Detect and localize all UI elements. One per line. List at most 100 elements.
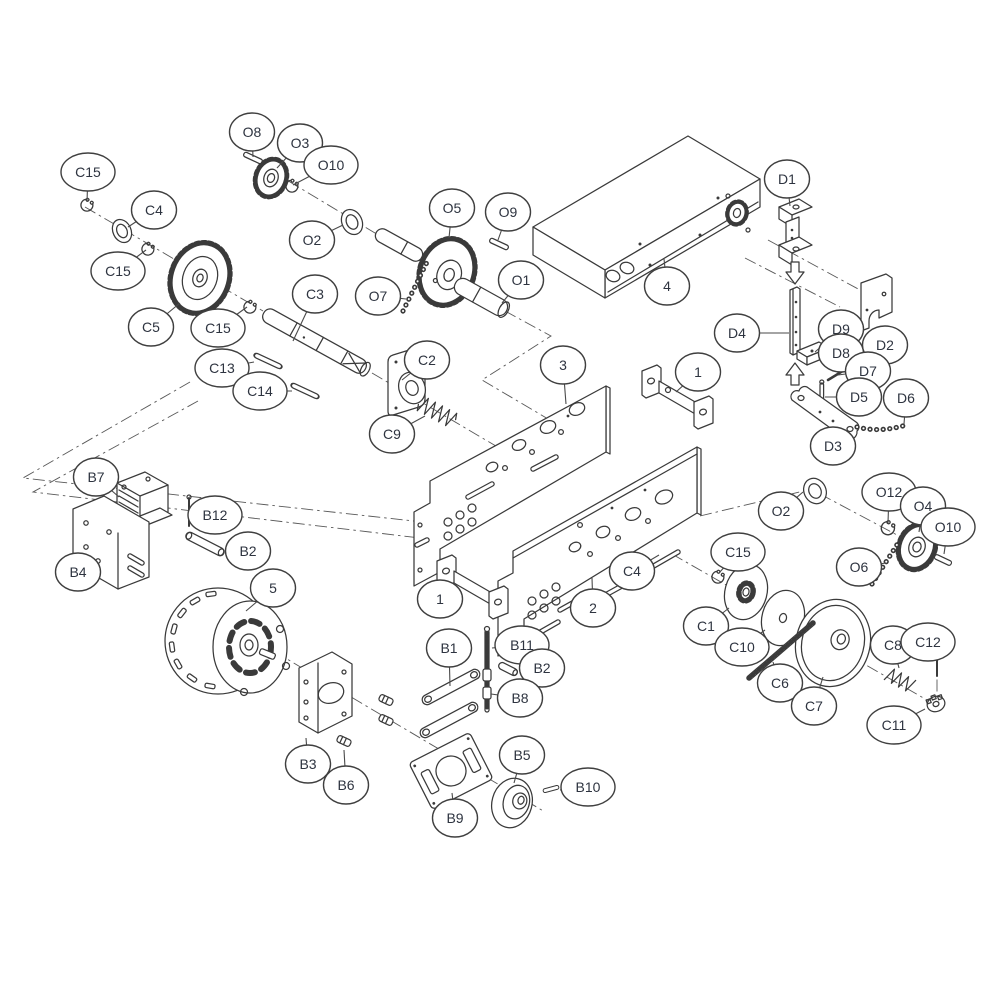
callout-label-C13: C13 <box>209 360 235 376</box>
callout-1 <box>674 352 722 392</box>
callout-O1 <box>497 260 545 300</box>
callout-label-C11: C11 <box>882 717 907 733</box>
drive-gear <box>167 239 233 317</box>
callout-B8 <box>496 678 544 718</box>
side-panel-3 <box>413 385 611 587</box>
callout-B10 <box>560 767 616 807</box>
callout-label-O9: O9 <box>499 204 518 220</box>
callout-2 <box>569 588 617 628</box>
clevis-pin <box>933 553 953 567</box>
callout-1 <box>416 579 464 619</box>
callout-label-O4: O4 <box>914 498 933 514</box>
callout-label-C4: C4 <box>623 563 641 579</box>
phantom-outline <box>31 400 421 539</box>
callout-label-C15: C15 <box>75 164 101 180</box>
callout-label-B5: B5 <box>513 747 530 763</box>
e-clip <box>240 298 259 317</box>
e-clip <box>708 568 727 587</box>
callout-label-C12: C12 <box>915 634 941 650</box>
worm-shaft <box>262 308 371 377</box>
callout-C15 <box>60 152 116 192</box>
clutch-disc <box>723 563 769 621</box>
callout-label-O1: O1 <box>512 272 531 288</box>
power-head-box <box>532 135 761 299</box>
callout-label-C9: C9 <box>383 426 401 442</box>
callout-label-O5: O5 <box>443 200 462 216</box>
curved-door-arm <box>860 273 893 332</box>
callout-B2 <box>224 531 272 571</box>
e-clip <box>138 240 157 259</box>
callout-C5 <box>127 307 175 347</box>
motor <box>164 587 291 697</box>
callout-label-B10: B10 <box>576 779 601 795</box>
callout-label-5: 5 <box>269 580 277 596</box>
output-shaft <box>453 277 511 318</box>
arrow-down-icon <box>785 261 805 285</box>
callout-C15 <box>710 532 766 572</box>
callout-label-C15: C15 <box>205 320 231 336</box>
castle-nut <box>925 694 946 713</box>
callout-C10 <box>714 627 770 667</box>
callout-label-C5: C5 <box>142 319 160 335</box>
callout-label-O8: O8 <box>243 124 262 140</box>
callout-label-C15: C15 <box>725 544 751 560</box>
callout-C6 <box>756 663 804 703</box>
arrow-up-icon <box>785 362 805 386</box>
callout-label-1: 1 <box>694 364 702 380</box>
callout-D3 <box>809 426 857 466</box>
callout-label-D9: D9 <box>832 321 850 337</box>
idler-plate <box>409 733 493 809</box>
callout-C1 <box>682 606 730 646</box>
roll-pin <box>289 381 321 401</box>
callout-label-B2: B2 <box>239 543 256 559</box>
door-chain <box>854 422 909 433</box>
callout-label-B8: B8 <box>511 690 528 706</box>
drive-belt <box>746 620 816 681</box>
callout-label-B7: B7 <box>87 469 104 485</box>
callout-C4 <box>608 551 656 591</box>
callout-O10 <box>303 145 359 185</box>
callout-C15 <box>90 251 146 291</box>
callout-label-B2: B2 <box>533 660 550 676</box>
link-bar <box>421 668 481 706</box>
callout-B6 <box>322 765 370 805</box>
callout-D1 <box>763 159 811 199</box>
callout-C9 <box>368 414 416 454</box>
callout-label-O2: O2 <box>772 503 791 519</box>
callout-O2 <box>757 491 805 531</box>
header-bracket <box>778 198 813 266</box>
callout-C3 <box>291 274 339 314</box>
stud <box>335 734 353 748</box>
callout-label-B9: B9 <box>446 810 463 826</box>
callout-C2 <box>403 340 451 380</box>
callout-label-O7: O7 <box>369 288 388 304</box>
callout-C4 <box>130 190 178 230</box>
callout-label-C1: C1 <box>697 618 715 634</box>
callout-label-4: 4 <box>663 278 671 294</box>
callout-label-C15: C15 <box>105 263 131 279</box>
mounting-bracket-1 <box>641 364 714 430</box>
callout-label-B12: B12 <box>203 507 228 523</box>
callout-B7 <box>72 457 120 497</box>
clutch-disc <box>760 589 806 647</box>
callout-label-C3: C3 <box>306 286 324 302</box>
box-sprocket <box>725 199 749 227</box>
callout-label-3: 3 <box>559 357 567 373</box>
callout-B5 <box>498 735 546 775</box>
callout-D6 <box>882 378 930 418</box>
callout-B9 <box>431 798 479 838</box>
callout-C11 <box>866 705 922 745</box>
link-bar <box>419 701 479 739</box>
callout-label-O6: O6 <box>850 559 869 575</box>
callout-B12 <box>187 495 243 535</box>
callout-label-O2: O2 <box>303 232 322 248</box>
callout-label-D6: D6 <box>897 390 915 406</box>
straight-door-arm <box>790 385 860 441</box>
callout-label-B1: B1 <box>440 640 457 656</box>
stud <box>377 693 395 707</box>
callout-label-D1: D1 <box>778 171 796 187</box>
short-rod <box>498 661 518 677</box>
callout-C7 <box>790 686 838 726</box>
